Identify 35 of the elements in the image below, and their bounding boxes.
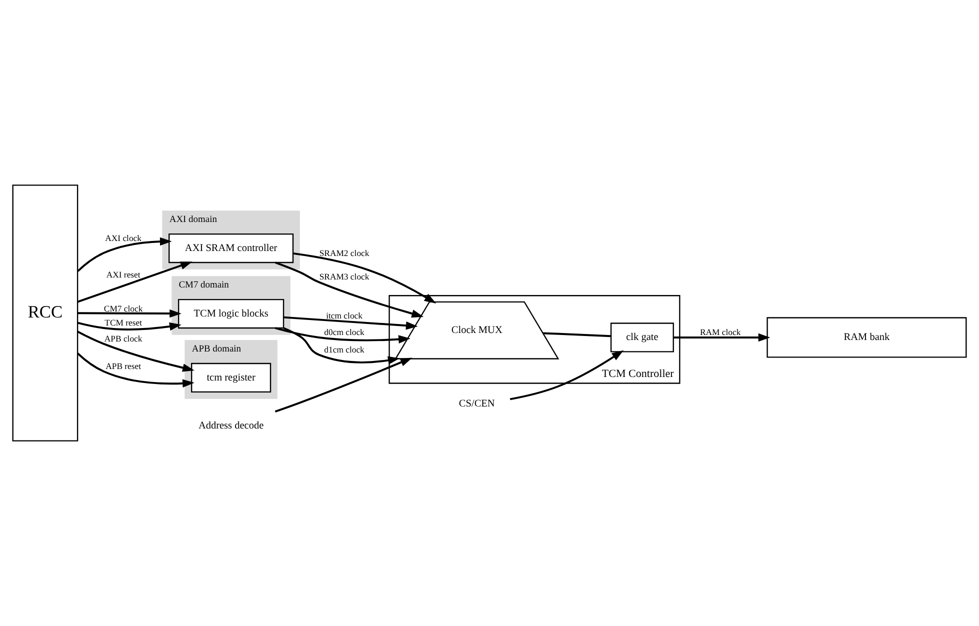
node-box: TCM logic blocks [178,299,284,329]
edge-label: RAM clock [700,326,741,337]
edge-label: d1cm clock [324,344,364,354]
edge-label: CM7 clock [104,303,143,314]
edge-label: APB clock [104,333,142,344]
edge-label: SRAM3 clock [319,272,370,282]
node-box: clk gate [610,322,674,352]
arrow [77,352,194,388]
arrow [77,262,192,303]
edge-label: TCM reset [104,317,142,328]
arrow [78,309,182,318]
edge-label: AXI reset [106,269,140,280]
connector [543,332,611,338]
node-box: tcm register [191,362,272,392]
node-text: CS/CEN [458,398,495,410]
node-box: AXI SRAM controller [168,234,294,264]
edge-label: itcm clock [326,310,362,320]
arrow [274,358,412,413]
node-box: RAM bank [766,317,967,358]
arrow [674,333,770,342]
arrow [77,322,182,331]
node-box: RCC [12,184,78,442]
arrow [275,262,424,318]
arrow [77,237,172,272]
edge-label: AXI clock [105,233,142,244]
arrow [284,316,418,330]
edge-label: APB reset [106,360,142,371]
node-text: Address decode [198,420,264,432]
arrow [293,252,436,304]
arrow [77,330,194,372]
arrow [283,327,400,364]
arrow [275,327,410,344]
edge-label: d0cm clock [324,326,364,337]
edge-label: SRAM2 clock [319,248,370,258]
arrow [510,350,624,400]
